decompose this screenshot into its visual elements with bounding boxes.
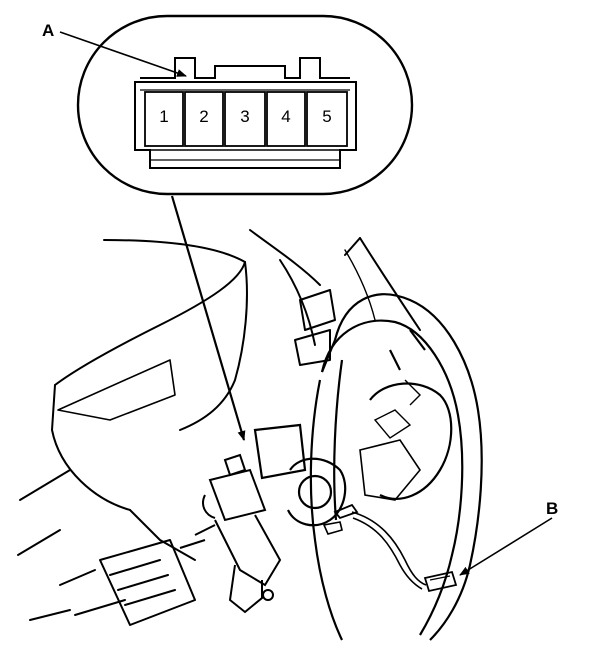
callout-b: B [459,499,558,576]
pin-cavity-3 [224,91,266,147]
pin-label-5: 5 [322,107,331,126]
connector-pins: 1 2 3 4 5 [144,91,348,147]
pin-label-4: 4 [281,107,290,126]
pin-cavity-1 [144,91,184,147]
combination-switch [179,453,282,614]
pin-label-1: 1 [159,107,168,126]
callout-b-leader [459,517,553,576]
pin-label-3: 3 [240,107,249,126]
detail-pointer-arrow [170,195,246,441]
steering-wheel [253,293,483,641]
pin-label-2: 2 [199,107,208,126]
callout-a-label: A [42,21,54,40]
pin-cavity-2 [184,91,224,147]
dashboard-illustration [17,229,421,626]
callout-b-label: B [546,499,558,518]
pin-cavity-5 [306,91,348,147]
connector-a-face [134,57,357,169]
callout-a: A [42,21,187,77]
callout-a-leader [59,31,187,77]
clock-spring-harness [322,503,458,593]
pin-cavity-4 [266,91,306,147]
